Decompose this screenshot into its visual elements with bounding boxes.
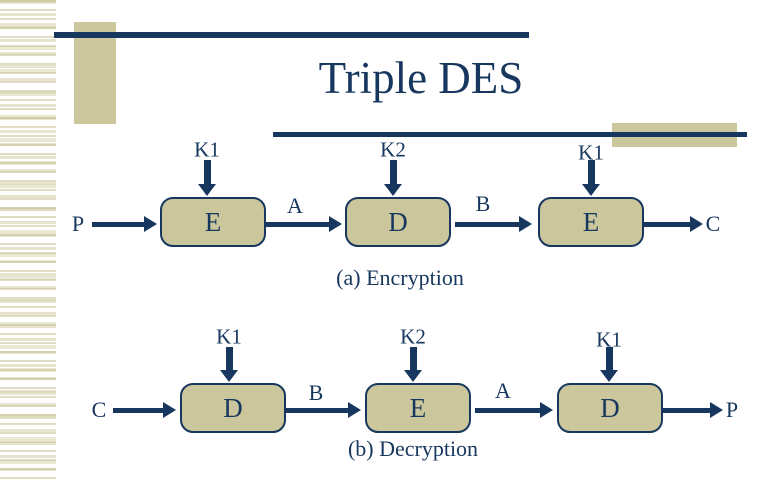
dec-output-label: P	[725, 397, 739, 422]
arrow-right-icon	[266, 216, 342, 232]
enc-key-2-label: K2	[380, 137, 406, 162]
arrow-down-icon	[198, 160, 216, 196]
dec-input-label: C	[91, 397, 107, 422]
arrow-right-icon	[662, 402, 723, 418]
enc-output-label: C	[705, 211, 721, 236]
encryption-caption: (a) Encryption	[336, 265, 464, 290]
enc-input-label: P	[71, 211, 85, 236]
decryption-caption: (b) Decryption	[347, 436, 479, 461]
top-rule	[54, 32, 529, 38]
arrow-down-icon	[582, 160, 600, 196]
enc-key-1-label: K1	[194, 137, 220, 162]
dec-stage-2-box: E	[365, 383, 471, 433]
arrow-down-icon	[600, 347, 618, 382]
enc-stage-2-box: D	[345, 197, 451, 247]
arrow-right-icon	[92, 216, 157, 232]
enc-stage-1-box: E	[160, 197, 266, 247]
enc-intermediate-a-label: A	[287, 193, 303, 218]
arrow-down-icon	[220, 347, 238, 382]
dec-intermediate-b-label: B	[308, 380, 324, 405]
arrow-right-icon	[285, 402, 361, 418]
arrow-down-icon	[404, 347, 422, 382]
title-underline-rule	[273, 132, 747, 137]
arrow-right-icon	[475, 402, 553, 418]
page-title: Triple DES	[318, 53, 524, 103]
dec-key-1-label: K1	[216, 324, 242, 349]
arrow-right-icon	[644, 216, 703, 232]
enc-intermediate-b-label: B	[475, 191, 491, 216]
arrow-down-icon	[384, 160, 402, 196]
arrow-right-icon	[455, 216, 532, 232]
enc-stage-3-box: E	[538, 197, 644, 247]
arrow-right-icon	[113, 402, 176, 418]
left-stripe-pattern	[0, 0, 56, 480]
dec-intermediate-a-label: A	[495, 378, 511, 403]
dec-stage-3-box: D	[557, 383, 663, 433]
dec-key-2-label: K2	[400, 324, 426, 349]
dec-stage-1-box: D	[180, 383, 286, 433]
accent-rect-left	[74, 22, 116, 124]
